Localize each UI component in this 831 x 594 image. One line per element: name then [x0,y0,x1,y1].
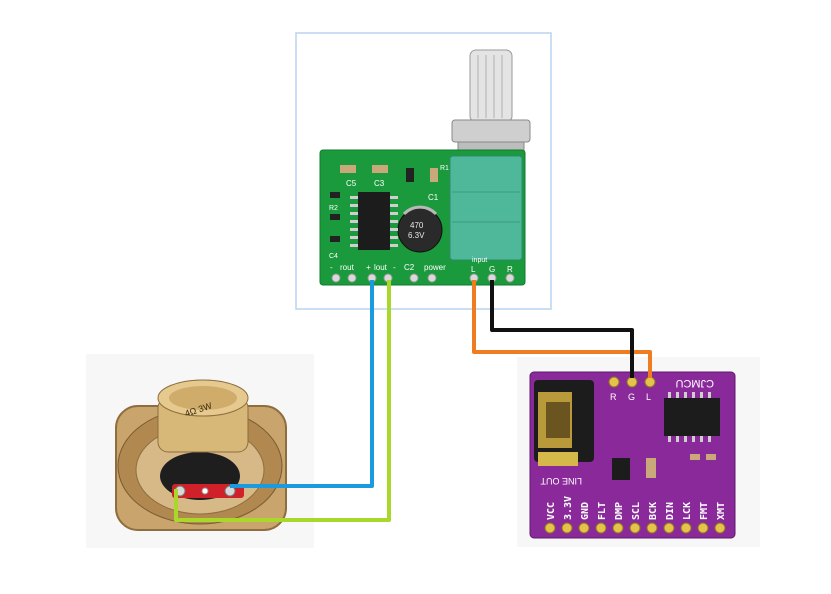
amp-ic-chip [358,192,390,250]
dac-top-pin-r: R [610,392,617,402]
silk-pin-r: R [507,265,513,274]
silk-c2: C2 [404,263,415,272]
dac-pin-labels: VCC 3.3V GND FLT DMP SCL BCK DIN LCK FMT… [546,496,727,520]
dac-photo: R G L CJMCU LINE OUT VCC 3.3V GND FLT DM… [517,357,760,547]
silk-c3: C3 [374,179,385,188]
dac-top-pads [608,376,656,388]
wire-green [174,280,391,522]
cap-value-1: 470 [410,221,424,230]
silk-c4: C4 [329,253,338,260]
dac-brand: CJMCU [675,377,714,389]
silk-power: power [424,263,446,272]
wire-black [490,280,634,378]
dac-pin-flt: FLT [597,502,608,520]
silk-c5: C5 [346,179,357,188]
silk-minus-lout: - [393,263,396,272]
wires [174,280,652,522]
silk-pin-l: L [471,265,476,274]
dac-ic-chip [664,398,720,436]
dac-pin-3v3: 3.3V [563,496,574,520]
dac-top-pin-g: G [628,392,635,402]
dac-pin-fmt: FMT [699,502,710,520]
dac-top-pin-l: L [646,392,651,402]
dac-pin-vcc: VCC [546,502,557,520]
silk-pin-g: G [489,265,495,274]
amplifier-photo: C5 C3 C1 R2 R1 C4 470 6.3V - rout + lout… [295,32,552,310]
cap-value-2: 6.3V [408,231,425,240]
wire-blue [230,280,374,488]
silk-rout: rout [340,263,355,272]
potentiometer-shaft [469,49,513,123]
silk-plus: + [366,263,371,272]
silk-lout: lout [374,263,388,272]
dac-pin-gnd: GND [580,502,591,520]
dac-bottom-pads [544,522,726,534]
potentiometer-body [449,155,523,261]
silk-c1: C1 [428,193,439,202]
dac-pin-dmp: DMP [614,502,625,520]
dac-line-out: LINE OUT [540,476,582,486]
silk-input: input [472,257,487,264]
speaker-photo: 4Ω 3W [86,354,314,548]
silk-r1: R1 [440,165,449,172]
wire-orange [472,280,652,378]
dac-pin-scl: SCL [631,502,642,520]
dac-pin-lck: LCK [682,502,693,520]
dac-pin-bck: BCK [648,502,659,520]
silk-minus-rout: - [330,263,333,272]
electrolytic-capacitor [397,207,443,253]
dac-pin-xmt: XMT [716,502,727,520]
dac-pin-din: DIN [665,502,676,520]
silk-r2: R2 [329,205,338,212]
